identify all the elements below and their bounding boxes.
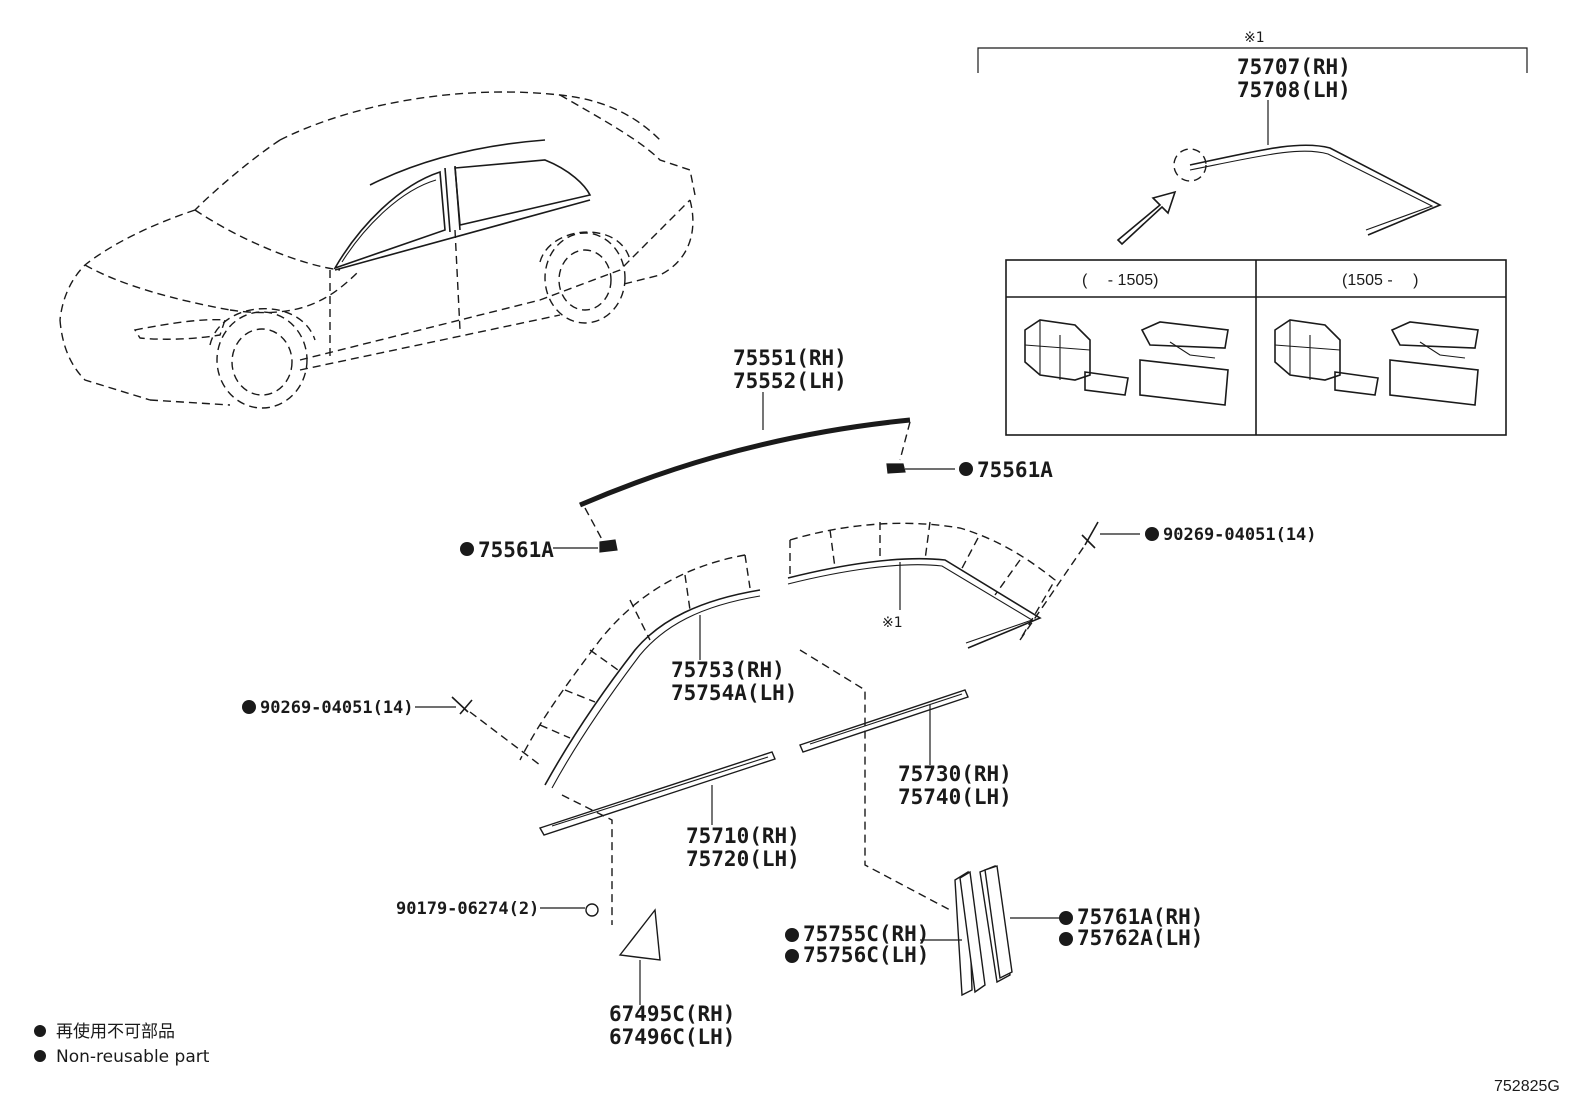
label-75551: 75551(RH): [733, 346, 847, 370]
note-mark-top: ※1: [1244, 30, 1265, 46]
rear-door-frame-molding: ※1 90269-04051(14): [787, 521, 1317, 649]
table-header-after: (1505 - ): [1342, 272, 1418, 289]
label-75755c: 75755C(RH): [803, 922, 929, 946]
label-75561a-left: 75561A: [478, 538, 554, 562]
label-75762a: 75762A(LH): [1077, 926, 1203, 950]
table-header-before: ( - 1505): [1082, 272, 1158, 289]
roof-molding: 75551(RH) 75552(LH) 75561A 75561A: [460, 346, 1053, 562]
label-75756c: 75756C(LH): [803, 943, 929, 967]
illustration-code: 752825G: [1494, 1078, 1560, 1095]
detail-table: ( - 1505) (1505 - ): [1005, 259, 1507, 436]
label-75740: 75740(LH): [898, 785, 1012, 809]
label-90179: 90179-06274(2): [396, 899, 539, 919]
car-outline: [59, 91, 696, 409]
label-75754a: 75754A(LH): [671, 681, 797, 705]
legend-japanese: 再使用不可部品: [56, 1021, 175, 1042]
label-67496c: 67496C(LH): [609, 1025, 735, 1049]
clip-detail-before: [1024, 319, 1229, 406]
legend-english: Non-reusable part: [56, 1047, 210, 1067]
legend: 再使用不可部品 Non-reusable part: [34, 1021, 210, 1067]
label-75710: 75710(RH): [686, 824, 800, 848]
front-door-frame-molding: 75753(RH) 75754A(LH) 90269-04051(14): [242, 554, 797, 789]
label-75720: 75720(LH): [686, 847, 800, 871]
note-mark-frame: ※1: [882, 615, 903, 631]
label-75707: 75707(RH): [1237, 55, 1351, 79]
label-75730: 75730(RH): [898, 762, 1012, 786]
label-90269-left: 90269-04051(14): [260, 698, 414, 718]
label-90269-right: 90269-04051(14): [1163, 525, 1317, 545]
label-75561a-right: 75561A: [977, 458, 1053, 482]
label-75708: 75708(LH): [1237, 78, 1351, 102]
assembly-note-1: ※1 75707(RH) 75708(LH): [977, 30, 1528, 246]
label-75552: 75552(LH): [733, 369, 847, 393]
door-corner-cover: 90179-06274(2) 67495C(RH) 67496C(LH): [396, 794, 735, 1049]
label-75761a: 75761A(RH): [1077, 905, 1203, 929]
label-67495c: 67495C(RH): [609, 1002, 735, 1026]
clip-detail-after: [1274, 319, 1479, 406]
belt-moldings: 75730(RH) 75740(LH) 75710(RH) 75720(LH): [538, 689, 1012, 871]
pillar-garnishes: 75761A(RH) 75762A(LH) 75755C(RH) 75756C(…: [785, 649, 1203, 997]
label-75753: 75753(RH): [671, 658, 785, 682]
